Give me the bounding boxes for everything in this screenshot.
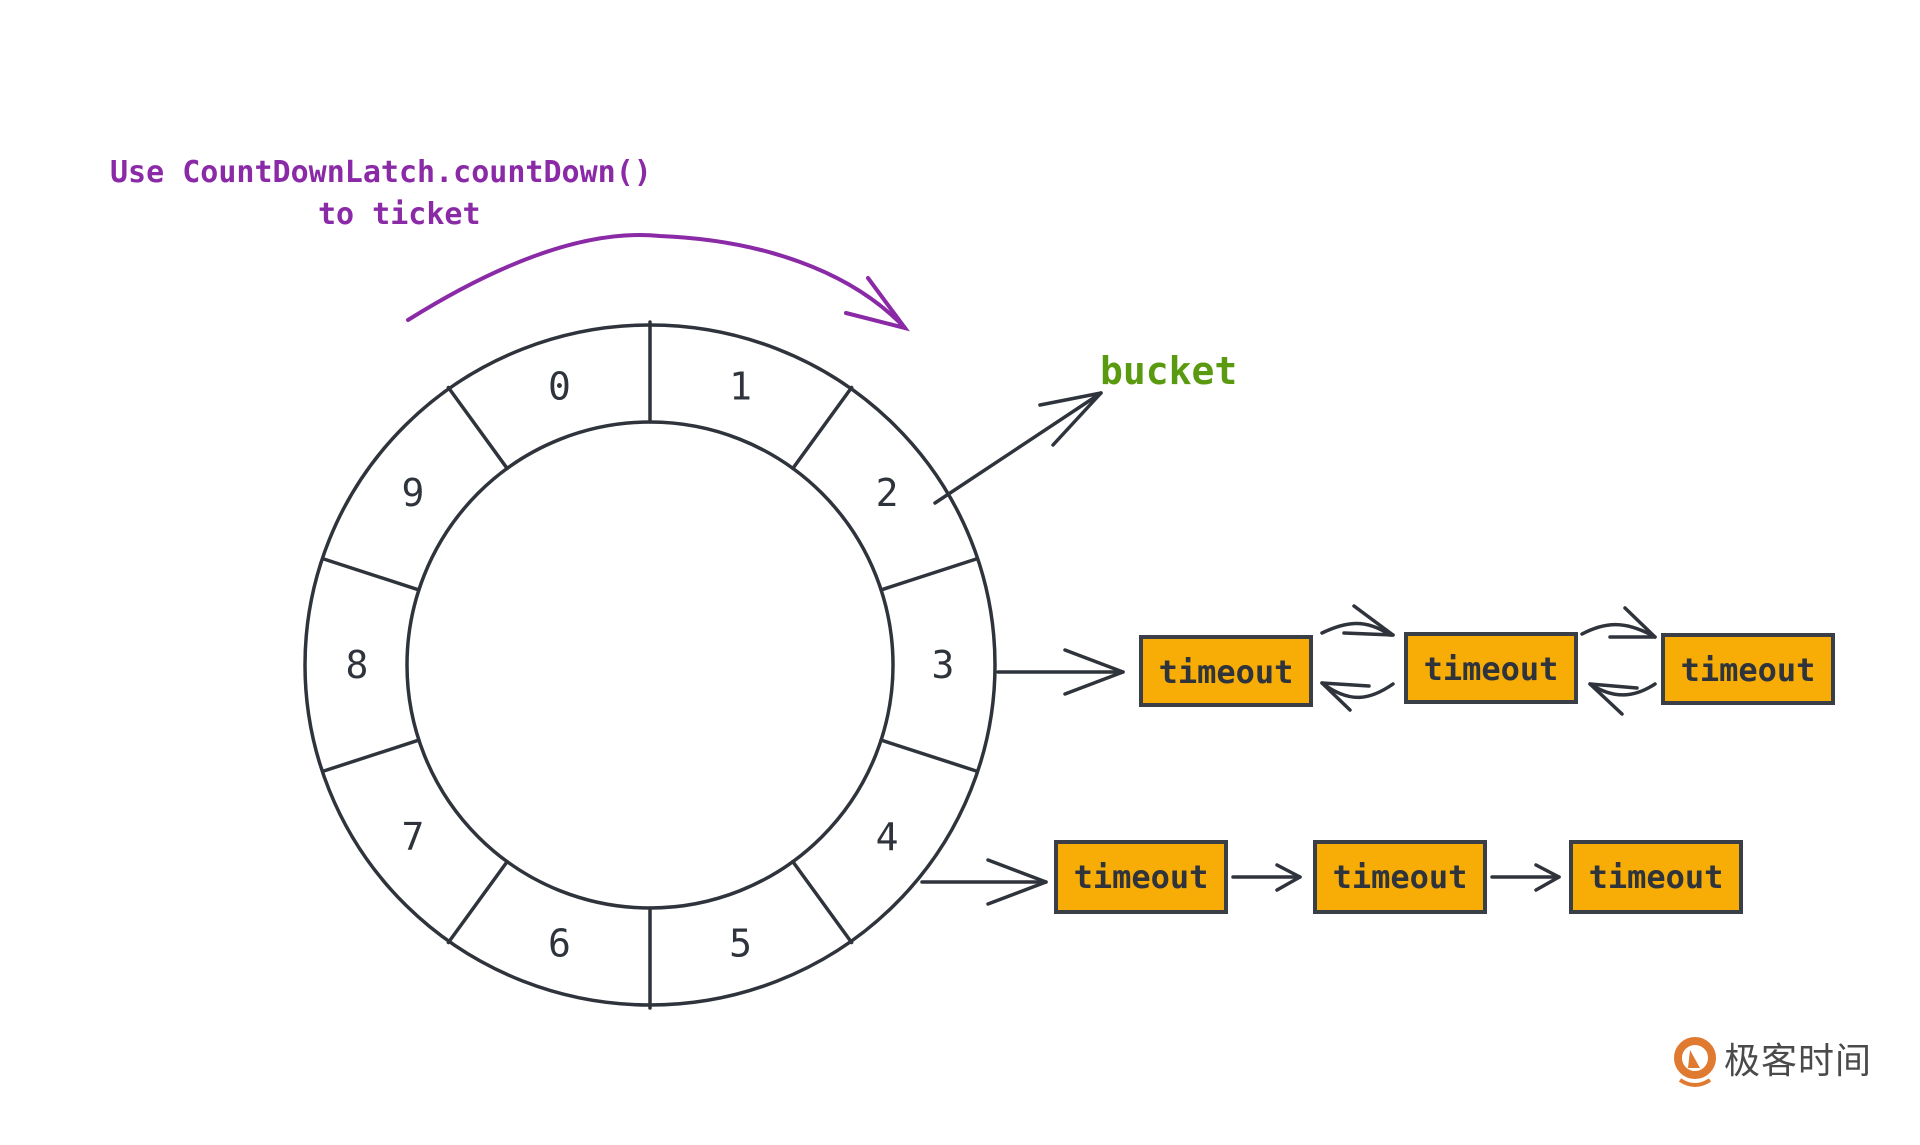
- timeout-node-label: timeout: [1424, 650, 1559, 688]
- slot-4-list-arrow: [920, 858, 1048, 906]
- tick-direction-arrow: [406, 233, 910, 332]
- slot-label-3[interactable]: 3: [932, 643, 955, 687]
- timeout-node[interactable]: [1661, 633, 1835, 705]
- slot-divider: [322, 738, 421, 773]
- slot-label-4[interactable]: 4: [876, 815, 899, 859]
- slot-dividers: [322, 320, 978, 1010]
- timeout-node[interactable]: [1404, 632, 1578, 704]
- slot-divider: [879, 738, 978, 773]
- prev-pointer-arrow: [1588, 682, 1657, 697]
- geektime-logo-icon: [1674, 1037, 1716, 1087]
- doubly-linked-list: timeout timeout timeout: [1139, 604, 1835, 716]
- slot-3-list-arrow: [996, 648, 1125, 696]
- slot-label-1[interactable]: 1: [729, 364, 752, 408]
- slot-label-5[interactable]: 5: [729, 922, 752, 966]
- timeout-node-label: timeout: [1589, 858, 1724, 896]
- caption-line-2: to ticket: [318, 197, 481, 232]
- slot-label-6[interactable]: 6: [548, 922, 571, 966]
- next-pointer-arrow: [1580, 622, 1657, 639]
- slot-label-7[interactable]: 7: [402, 815, 425, 859]
- timeout-node[interactable]: [1569, 840, 1743, 914]
- slot-divider: [446, 859, 509, 945]
- slot-divider: [791, 859, 854, 945]
- timeout-node[interactable]: [1054, 840, 1228, 914]
- slot-label-0[interactable]: 0: [548, 364, 571, 408]
- slot-label-2[interactable]: 2: [876, 471, 899, 515]
- singly-linked-list: timeout timeout timeout: [1054, 840, 1743, 914]
- slot-divider: [879, 557, 978, 592]
- timeout-node[interactable]: [1313, 840, 1487, 914]
- slot-divider: [791, 385, 854, 471]
- timeout-node-label: timeout: [1159, 653, 1294, 691]
- timeout-node-label: timeout: [1681, 651, 1816, 689]
- slot-divider: [446, 385, 509, 471]
- slot-label-9[interactable]: 9: [402, 471, 425, 515]
- geektime-logo-text: 极客时间: [1724, 1041, 1873, 1082]
- slot-label-8[interactable]: 8: [346, 643, 369, 687]
- timeout-node-label: timeout: [1074, 858, 1209, 896]
- timing-wheel: 0 1 2 3 4 5 6 7 8 9: [303, 320, 997, 1010]
- timeout-node-label: timeout: [1333, 858, 1468, 896]
- timeout-node[interactable]: [1139, 635, 1313, 707]
- bucket-arrow: [933, 391, 1103, 505]
- slot-divider: [322, 557, 421, 592]
- bucket-label: bucket: [1100, 349, 1237, 393]
- slot-labels: 0 1 2 3 4 5 6 7 8 9: [346, 364, 955, 965]
- caption-line-1: Use CountDownLatch.countDown(): [110, 155, 652, 190]
- inner-ring: [405, 420, 895, 910]
